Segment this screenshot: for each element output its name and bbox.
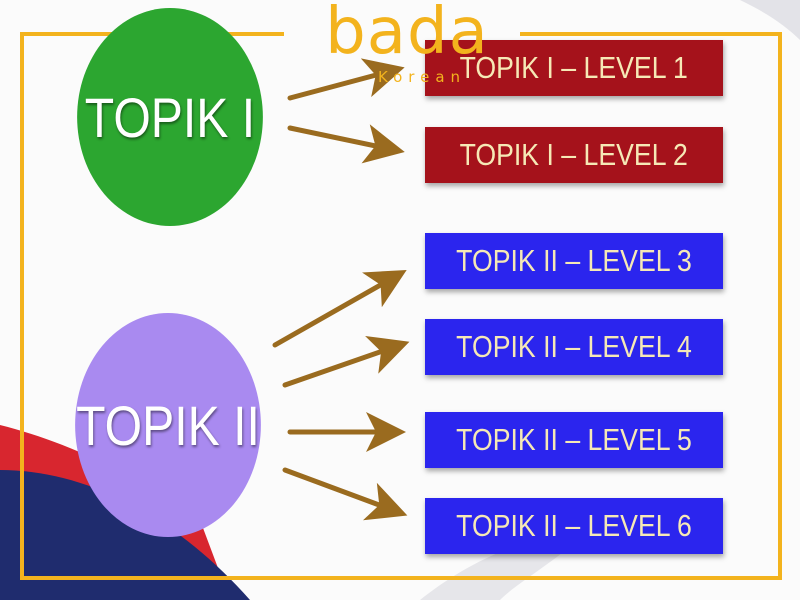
level-box-2: TOPIK I – LEVEL 2: [425, 127, 723, 183]
arrow-to-level-1: [287, 58, 405, 101]
level-box-6: TOPIK II – LEVEL 6: [425, 498, 723, 554]
level-1-label: TOPIK I – LEVEL 1: [459, 50, 689, 85]
level-5-label: TOPIK II – LEVEL 5: [456, 422, 692, 457]
gray-swoosh-top-right: [740, 0, 800, 40]
arrow-to-level-3: [272, 270, 407, 348]
level-4-label: TOPIK II – LEVEL 4: [456, 329, 692, 364]
arrow-to-level-6: [282, 467, 408, 521]
topik-ii-circle: TOPIK II: [75, 313, 261, 537]
level-2-label: TOPIK I – LEVEL 2: [459, 137, 689, 172]
bada-korean-logo: bada Korean: [300, 0, 514, 100]
logo-subtitle: Korean: [377, 68, 467, 86]
level-6-label: TOPIK II – LEVEL 6: [456, 508, 692, 543]
level-box-1: TOPIK I – LEVEL 1: [425, 40, 723, 96]
level-box-5: TOPIK II – LEVEL 5: [425, 412, 723, 468]
level-box-4: TOPIK II – LEVEL 4: [425, 319, 723, 375]
arrow-to-level-4: [282, 335, 410, 388]
topik-i-circle: TOPIK I: [77, 8, 263, 226]
topik-ii-label: TOPIK II: [76, 393, 260, 457]
arrow-to-level-2: [287, 124, 405, 164]
logo-frame: [20, 32, 782, 580]
topik-i-label: TOPIK I: [84, 85, 256, 149]
level-box-3: TOPIK II – LEVEL 3: [425, 233, 723, 289]
level-3-label: TOPIK II – LEVEL 3: [456, 243, 692, 278]
logo-wordmark: bada: [325, 0, 489, 69]
frame-top-right-bar: [520, 32, 782, 36]
navy-corner-shape: [0, 470, 250, 600]
